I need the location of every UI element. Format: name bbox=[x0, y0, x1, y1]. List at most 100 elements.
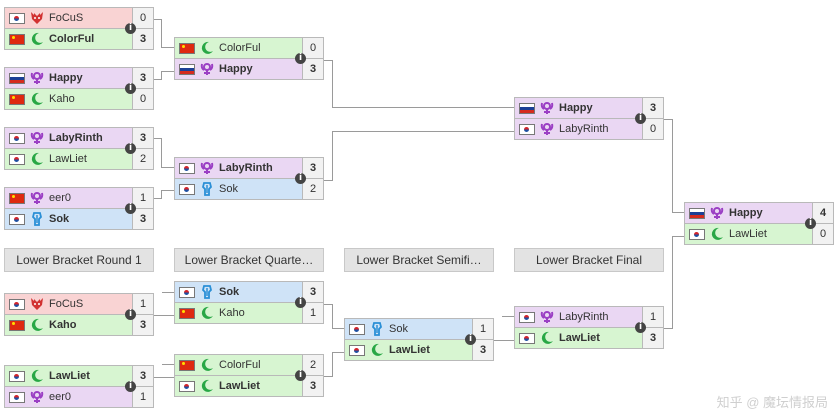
match-info-icon[interactable]: i bbox=[295, 173, 306, 184]
lower-round1-match-1[interactable]: FoCuS 1 Kaho 3 i bbox=[4, 293, 154, 336]
player-score: 3 bbox=[132, 128, 153, 148]
round-header-lb-semifinal: Lower Bracket Semifi… bbox=[344, 248, 494, 272]
player-score: 2 bbox=[302, 179, 323, 199]
player-row[interactable]: Sok 3 bbox=[4, 208, 154, 230]
player-row[interactable]: LabyRinth 1 bbox=[514, 306, 664, 328]
player-score: 1 bbox=[132, 294, 153, 314]
human-race-icon bbox=[199, 181, 215, 197]
player-name: LawLiet bbox=[559, 332, 600, 344]
player-name: Kaho bbox=[49, 319, 77, 331]
player-row[interactable]: eer0 1 bbox=[4, 187, 154, 209]
player-row[interactable]: FoCuS 1 bbox=[4, 293, 154, 315]
player-name: FoCuS bbox=[49, 298, 84, 310]
lower-quarterfinal-match-1[interactable]: Sok 3 Kaho 1 i bbox=[174, 281, 324, 324]
player-name: ColorFul bbox=[219, 359, 261, 371]
match-info-icon[interactable]: i bbox=[125, 143, 136, 154]
match-info-icon[interactable]: i bbox=[125, 83, 136, 94]
player-name: LawLiet bbox=[729, 228, 767, 240]
player-row[interactable]: LawLiet 3 bbox=[514, 327, 664, 349]
china-flag-icon bbox=[179, 360, 195, 371]
match-info-icon[interactable]: i bbox=[125, 23, 136, 34]
grand-final-match[interactable]: Happy 4 LawLiet 0 i bbox=[684, 202, 834, 245]
player-score: 3 bbox=[642, 98, 663, 118]
match-info-icon[interactable]: i bbox=[125, 309, 136, 320]
player-row[interactable]: Sok 2 bbox=[174, 178, 324, 200]
player-name: LabyRinth bbox=[559, 123, 609, 135]
match-info-icon[interactable]: i bbox=[295, 53, 306, 64]
korea-flag-icon bbox=[179, 287, 195, 298]
upper-round1-match-3[interactable]: LabyRinth 3 LawLiet 2 i bbox=[4, 127, 154, 170]
upper-round1-match-2[interactable]: Happy 3 Kaho 0 i bbox=[4, 67, 154, 110]
player-score: 3 bbox=[302, 282, 323, 302]
player-score: 1 bbox=[642, 307, 663, 327]
player-score: 2 bbox=[132, 149, 153, 169]
player-row[interactable]: LawLiet 2 bbox=[4, 148, 154, 170]
upper-semifinal-match-2[interactable]: LabyRinth 3 Sok 2 i bbox=[174, 157, 324, 200]
player-score: 2 bbox=[302, 355, 323, 375]
upper-round1-match-4[interactable]: eer0 1 Sok 3 i bbox=[4, 187, 154, 230]
korea-flag-icon bbox=[9, 214, 25, 225]
match-info-icon[interactable]: i bbox=[635, 322, 646, 333]
russia-flag-icon bbox=[9, 73, 25, 84]
undead-race-icon bbox=[199, 61, 215, 77]
player-row[interactable]: Kaho 3 bbox=[4, 314, 154, 336]
china-flag-icon bbox=[179, 308, 195, 319]
upper-round1-match-1[interactable]: FoCuS 0 ColorFul 3 i bbox=[4, 7, 154, 50]
lower-round1-match-2[interactable]: LawLiet 3 eer0 1 i bbox=[4, 365, 154, 408]
player-row[interactable]: Kaho 1 bbox=[174, 302, 324, 324]
match-info-icon[interactable]: i bbox=[635, 113, 646, 124]
player-row[interactable]: LawLiet 3 bbox=[344, 339, 494, 361]
player-score: 0 bbox=[302, 38, 323, 58]
player-score: 3 bbox=[132, 68, 153, 88]
china-flag-icon bbox=[9, 320, 25, 331]
player-name: eer0 bbox=[49, 391, 72, 403]
player-name: LabyRinth bbox=[219, 162, 273, 174]
night-elf-race-icon bbox=[29, 368, 45, 384]
player-row[interactable]: LawLiet 0 bbox=[684, 223, 834, 245]
watermark: 知乎 @ 魔坛情报局 bbox=[716, 395, 828, 410]
lower-quarterfinal-match-2[interactable]: ColorFul 2 LawLiet 3 i bbox=[174, 354, 324, 397]
player-row[interactable]: LabyRinth 0 bbox=[514, 118, 664, 140]
player-name: ColorFul bbox=[49, 33, 95, 45]
undead-race-icon bbox=[29, 389, 45, 405]
match-info-icon[interactable]: i bbox=[125, 203, 136, 214]
player-row[interactable]: Kaho 0 bbox=[4, 88, 154, 110]
upper-final-match[interactable]: Happy 3 LabyRinth 0 i bbox=[514, 97, 664, 140]
korea-flag-icon bbox=[349, 324, 365, 335]
match-info-icon[interactable]: i bbox=[295, 297, 306, 308]
match-info-icon[interactable]: i bbox=[295, 370, 306, 381]
player-row[interactable]: eer0 1 bbox=[4, 386, 154, 408]
undead-race-icon bbox=[29, 130, 45, 146]
korea-flag-icon bbox=[349, 345, 365, 356]
human-race-icon bbox=[369, 321, 385, 337]
korea-flag-icon bbox=[9, 133, 25, 144]
player-name: Kaho bbox=[49, 93, 75, 105]
player-row[interactable]: Happy 3 bbox=[4, 67, 154, 89]
player-row[interactable]: Happy 3 bbox=[174, 58, 324, 80]
korea-flag-icon bbox=[9, 299, 25, 310]
night-elf-race-icon bbox=[199, 378, 215, 394]
china-flag-icon bbox=[9, 94, 25, 105]
player-row[interactable]: ColorFul 3 bbox=[4, 28, 154, 50]
match-info-icon[interactable]: i bbox=[805, 218, 816, 229]
player-row[interactable]: Happy 3 bbox=[514, 97, 664, 119]
player-row[interactable]: ColorFul 0 bbox=[174, 37, 324, 59]
player-row[interactable]: LawLiet 3 bbox=[174, 375, 324, 397]
russia-flag-icon bbox=[519, 103, 535, 114]
korea-flag-icon bbox=[9, 371, 25, 382]
match-info-icon[interactable]: i bbox=[125, 381, 136, 392]
player-score: 1 bbox=[472, 319, 493, 339]
upper-semifinal-match-1[interactable]: ColorFul 0 Happy 3 i bbox=[174, 37, 324, 80]
match-info-icon[interactable]: i bbox=[465, 334, 476, 345]
player-row[interactable]: ColorFul 2 bbox=[174, 354, 324, 376]
lower-semifinal-match[interactable]: Sok 1 LawLiet 3 i bbox=[344, 318, 494, 361]
player-name: LawLiet bbox=[389, 344, 430, 356]
lower-final-match[interactable]: LabyRinth 1 LawLiet 3 i bbox=[514, 306, 664, 349]
player-row[interactable]: LabyRinth 3 bbox=[174, 157, 324, 179]
player-score: 3 bbox=[472, 340, 493, 360]
player-name: LawLiet bbox=[219, 380, 260, 392]
night-elf-race-icon bbox=[199, 305, 215, 321]
undead-race-icon bbox=[29, 190, 45, 206]
player-row[interactable]: LabyRinth 3 bbox=[4, 127, 154, 149]
korea-flag-icon bbox=[519, 312, 535, 323]
